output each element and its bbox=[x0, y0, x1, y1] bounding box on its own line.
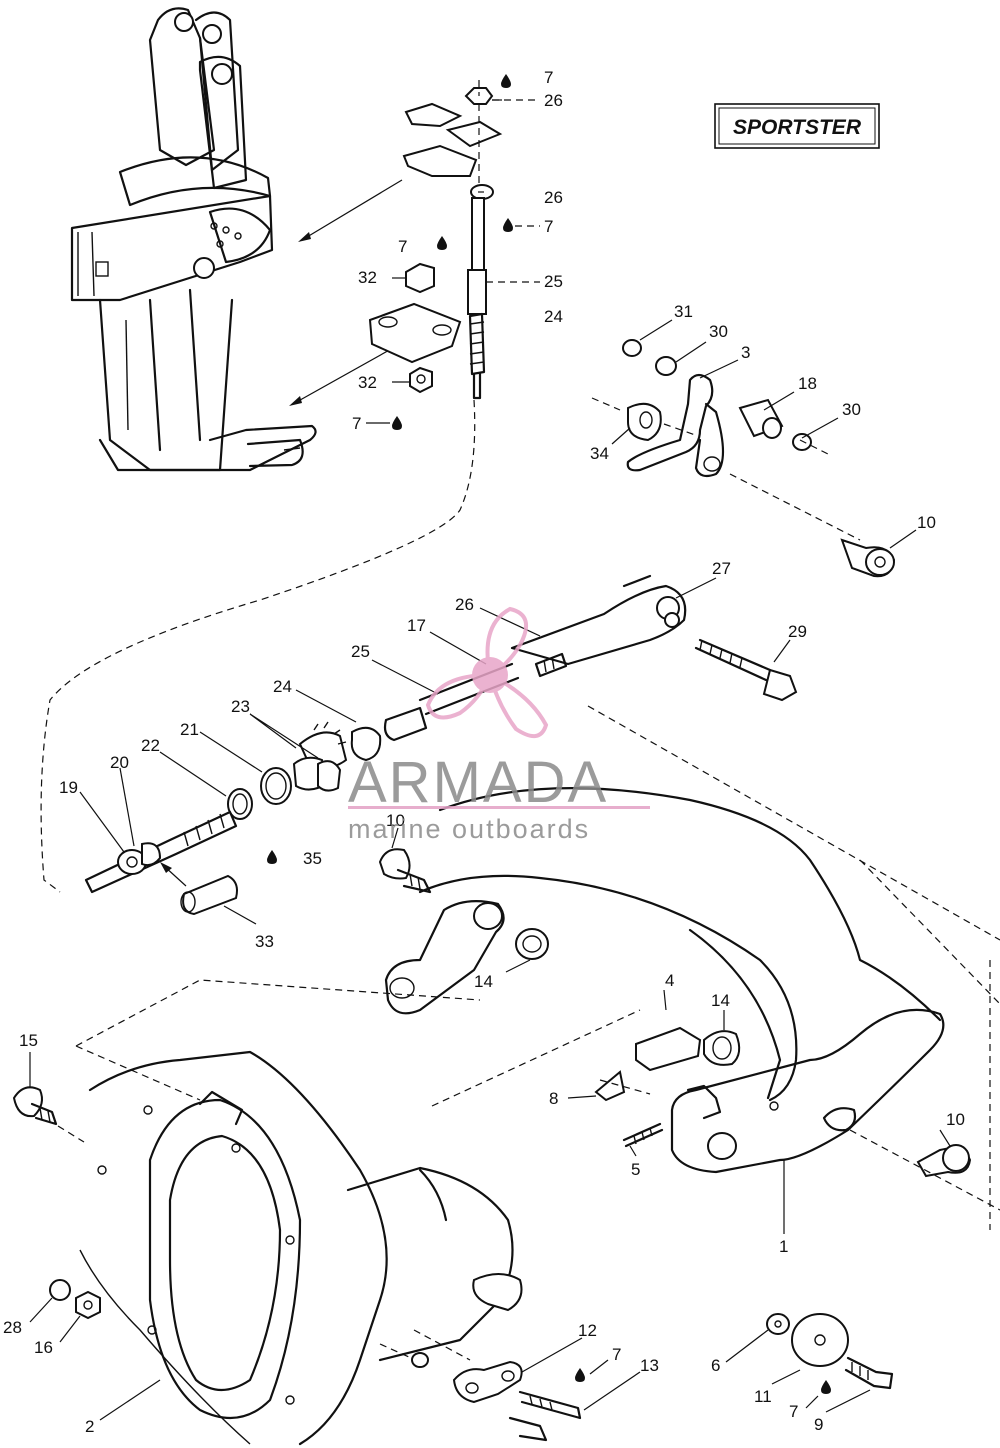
shift-lever-group bbox=[591, 339, 896, 578]
callout-10: 10 bbox=[946, 1110, 965, 1129]
callout-32: 32 bbox=[358, 268, 377, 287]
guide-lines bbox=[431, 705, 1000, 1230]
main-lever-group bbox=[594, 1008, 972, 1178]
callout-1: 1 bbox=[779, 1237, 788, 1256]
watermark-brand: ARMADA bbox=[348, 750, 608, 815]
callout-33: 33 bbox=[255, 932, 274, 951]
callout-7: 7 bbox=[612, 1345, 621, 1364]
callout-24: 24 bbox=[544, 307, 563, 326]
callout-7: 7 bbox=[544, 68, 553, 87]
callout-27: 27 bbox=[712, 559, 731, 578]
callout-15: 15 bbox=[19, 1031, 38, 1050]
callout-18: 18 bbox=[798, 374, 817, 393]
callout-30: 30 bbox=[709, 322, 728, 341]
callout-4: 4 bbox=[665, 971, 674, 990]
callout-32: 32 bbox=[358, 373, 377, 392]
main-housing bbox=[75, 979, 523, 1446]
callout-30: 30 bbox=[842, 400, 861, 419]
callout-31: 31 bbox=[674, 302, 693, 321]
callout-17: 17 bbox=[407, 616, 426, 635]
callout-10: 10 bbox=[386, 811, 405, 830]
propeller-logo-icon bbox=[425, 606, 549, 738]
callout-labels: 7 26 26 7 7 32 25 24 32 7 31 30 3 18 30 … bbox=[3, 68, 965, 1436]
callout-25: 25 bbox=[351, 642, 370, 661]
oil-drop-icon bbox=[392, 416, 402, 430]
remote-control-box bbox=[70, 7, 317, 472]
callout-11: 11 bbox=[754, 1387, 772, 1406]
callout-29: 29 bbox=[788, 622, 807, 641]
callout-14: 14 bbox=[711, 991, 730, 1010]
callout-7: 7 bbox=[398, 237, 407, 256]
lubricant-drops bbox=[267, 74, 831, 1394]
callout-7: 7 bbox=[352, 414, 361, 433]
leader-lines bbox=[29, 99, 951, 1421]
callout-24: 24 bbox=[273, 677, 292, 696]
callout-14: 14 bbox=[474, 972, 493, 991]
oil-drop-icon bbox=[575, 1368, 585, 1382]
assembly-arrows bbox=[289, 179, 403, 406]
bracket-assembly bbox=[378, 787, 942, 1102]
watermark-tagline: marine outboards bbox=[348, 814, 590, 844]
callout-7: 7 bbox=[544, 217, 553, 236]
oil-drop-icon bbox=[821, 1380, 831, 1394]
callout-16: 16 bbox=[34, 1338, 53, 1357]
callout-7: 7 bbox=[789, 1402, 798, 1421]
callout-3: 3 bbox=[741, 343, 750, 362]
callout-34: 34 bbox=[590, 444, 609, 463]
model-badge-text: SPORTSTER bbox=[733, 116, 862, 139]
callout-9: 9 bbox=[814, 1415, 823, 1434]
oil-drop-icon bbox=[503, 218, 513, 232]
callout-10: 10 bbox=[917, 513, 936, 532]
callout-5: 5 bbox=[631, 1160, 640, 1179]
callout-12: 12 bbox=[578, 1321, 597, 1340]
callout-35: 35 bbox=[303, 849, 322, 868]
oil-drop-icon bbox=[501, 74, 511, 88]
callout-26: 26 bbox=[455, 595, 474, 614]
callout-2: 2 bbox=[85, 1417, 94, 1436]
callout-8: 8 bbox=[549, 1089, 558, 1108]
callout-21: 21 bbox=[180, 720, 199, 739]
callout-23: 23 bbox=[231, 697, 250, 716]
watermark: ARMADA marine outboards bbox=[348, 606, 650, 844]
callout-6: 6 bbox=[711, 1356, 720, 1375]
cable-end-stack bbox=[368, 80, 503, 400]
model-badge: SPORTSTER bbox=[714, 103, 880, 149]
callout-28: 28 bbox=[3, 1318, 22, 1337]
callout-26: 26 bbox=[544, 188, 563, 207]
oil-drop-icon bbox=[437, 236, 447, 250]
cable-rod-assembly bbox=[84, 574, 798, 916]
cable-route-dashed bbox=[40, 399, 476, 893]
oil-drop-icon bbox=[267, 850, 277, 864]
bottom-fasteners bbox=[12, 1086, 894, 1442]
callout-22: 22 bbox=[141, 736, 160, 755]
callout-26: 26 bbox=[544, 91, 563, 110]
callout-20: 20 bbox=[110, 753, 129, 772]
callout-25: 25 bbox=[544, 272, 563, 291]
callout-19: 19 bbox=[59, 778, 78, 797]
callout-13: 13 bbox=[640, 1356, 659, 1375]
